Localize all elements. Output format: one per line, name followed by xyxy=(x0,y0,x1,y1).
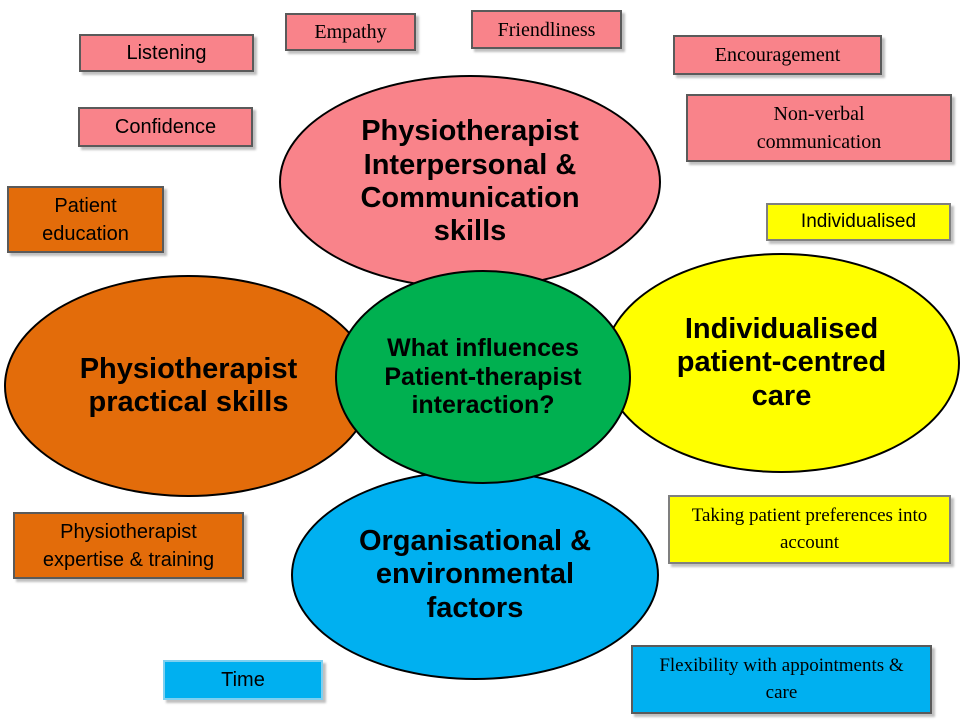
confidence-label: Confidence xyxy=(114,116,217,138)
confidence-box: Confidence xyxy=(78,107,253,147)
empathy-label: Empathy xyxy=(314,21,387,43)
patient-education-box: Patient education xyxy=(7,186,164,253)
listening-box: Listening xyxy=(79,34,254,72)
hub-organisational-factors: Organisational & environmental factors xyxy=(291,470,659,680)
flexibility-box: Flexibility with appointments & care xyxy=(631,645,932,714)
hub-communication-skills: Physiotherapist Interpersonal & Communic… xyxy=(279,75,661,289)
encouragement-box: Encouragement xyxy=(673,35,882,75)
individualised-label: Individualised xyxy=(800,210,917,232)
center-question-label: What influences Patient-therapist intera… xyxy=(384,333,582,420)
preferences-box: Taking patient preferences into account xyxy=(668,495,951,564)
nonverbal-label: Non-verbal communication xyxy=(756,103,882,153)
expertise-label: Physiotherapist expertise & training xyxy=(42,520,215,571)
time-label: Time xyxy=(221,669,265,691)
hub-practical-skills: Physiotherapist practical skills xyxy=(4,275,373,497)
flexibility-label: Flexibility with appointments & care xyxy=(659,654,904,703)
time-box: Time xyxy=(163,660,323,700)
hub-communication-skills-label: Physiotherapist Interpersonal & Communic… xyxy=(360,115,580,248)
center-question: What influences Patient-therapist intera… xyxy=(335,270,631,484)
hub-organisational-factors-label: Organisational & environmental factors xyxy=(358,524,592,624)
patient-education-label: Patient education xyxy=(42,194,129,245)
nonverbal-box: Non-verbal communication xyxy=(686,94,952,162)
individualised-box: Individualised xyxy=(766,203,951,241)
hub-practical-skills-label: Physiotherapist practical skills xyxy=(79,352,298,418)
expertise-box: Physiotherapist expertise & training xyxy=(13,512,244,579)
friendliness-label: Friendliness xyxy=(497,18,596,41)
hub-patient-centred-care: Individualised patient-centred care xyxy=(603,253,960,473)
encouragement-label: Encouragement xyxy=(714,44,841,66)
friendliness-box: Friendliness xyxy=(471,10,622,49)
listening-label: Listening xyxy=(126,42,207,64)
preferences-label: Taking patient preferences into account xyxy=(691,504,928,553)
empathy-box: Empathy xyxy=(285,13,416,51)
hub-patient-centred-care-label: Individualised patient-centred care xyxy=(676,312,887,412)
